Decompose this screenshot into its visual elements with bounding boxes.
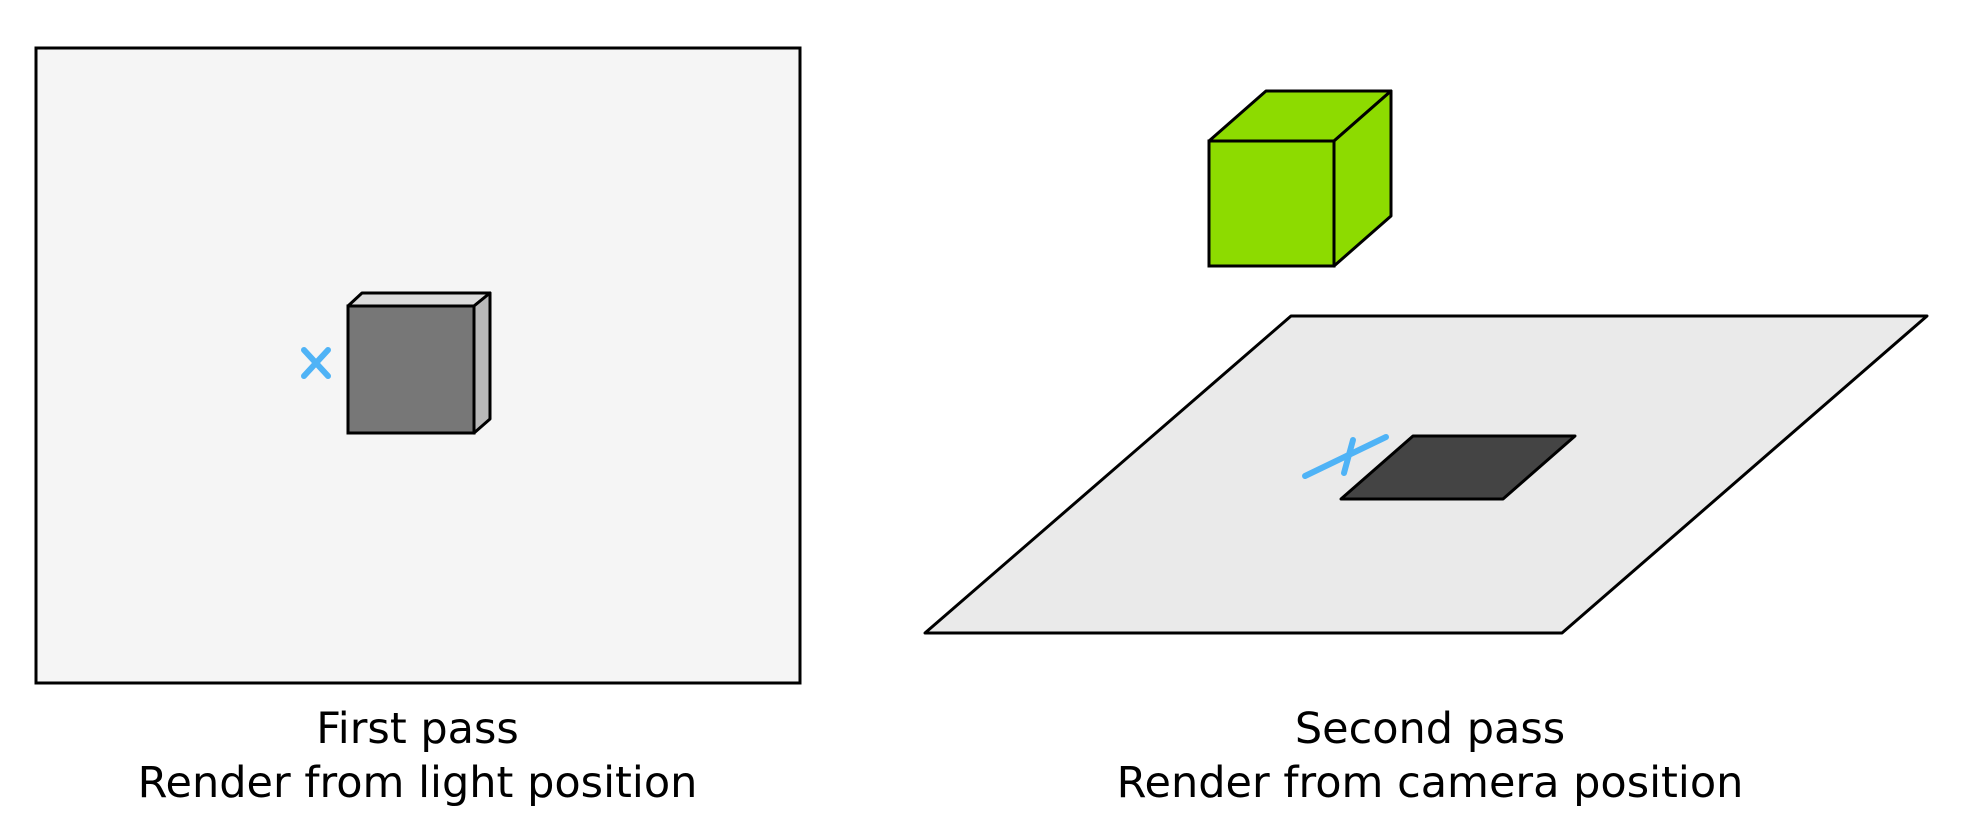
depth-cube-side-face	[472, 291, 492, 435]
object-cube	[1207, 89, 1393, 268]
first-pass-panel	[34, 46, 802, 685]
depth-cube-top-face	[346, 291, 492, 308]
first-pass-title: First pass	[316, 704, 519, 754]
depth-cube-front-face	[346, 304, 476, 435]
second-pass-caption: Second pass Render from camera position	[925, 702, 1935, 810]
object-cube-front-face	[1207, 139, 1336, 268]
depth-cube	[346, 291, 492, 435]
first-pass-subtitle: Render from light position	[137, 758, 698, 808]
cast-shadow	[1339, 434, 1577, 501]
projected-point-marker	[1302, 434, 1389, 479]
second-pass-subtitle: Render from camera position	[1116, 758, 1744, 808]
second-pass-panel	[923, 89, 1929, 635]
sample-point-marker	[301, 347, 331, 379]
second-pass-title: Second pass	[1294, 704, 1566, 754]
first-pass-caption: First pass Render from light position	[35, 702, 800, 810]
